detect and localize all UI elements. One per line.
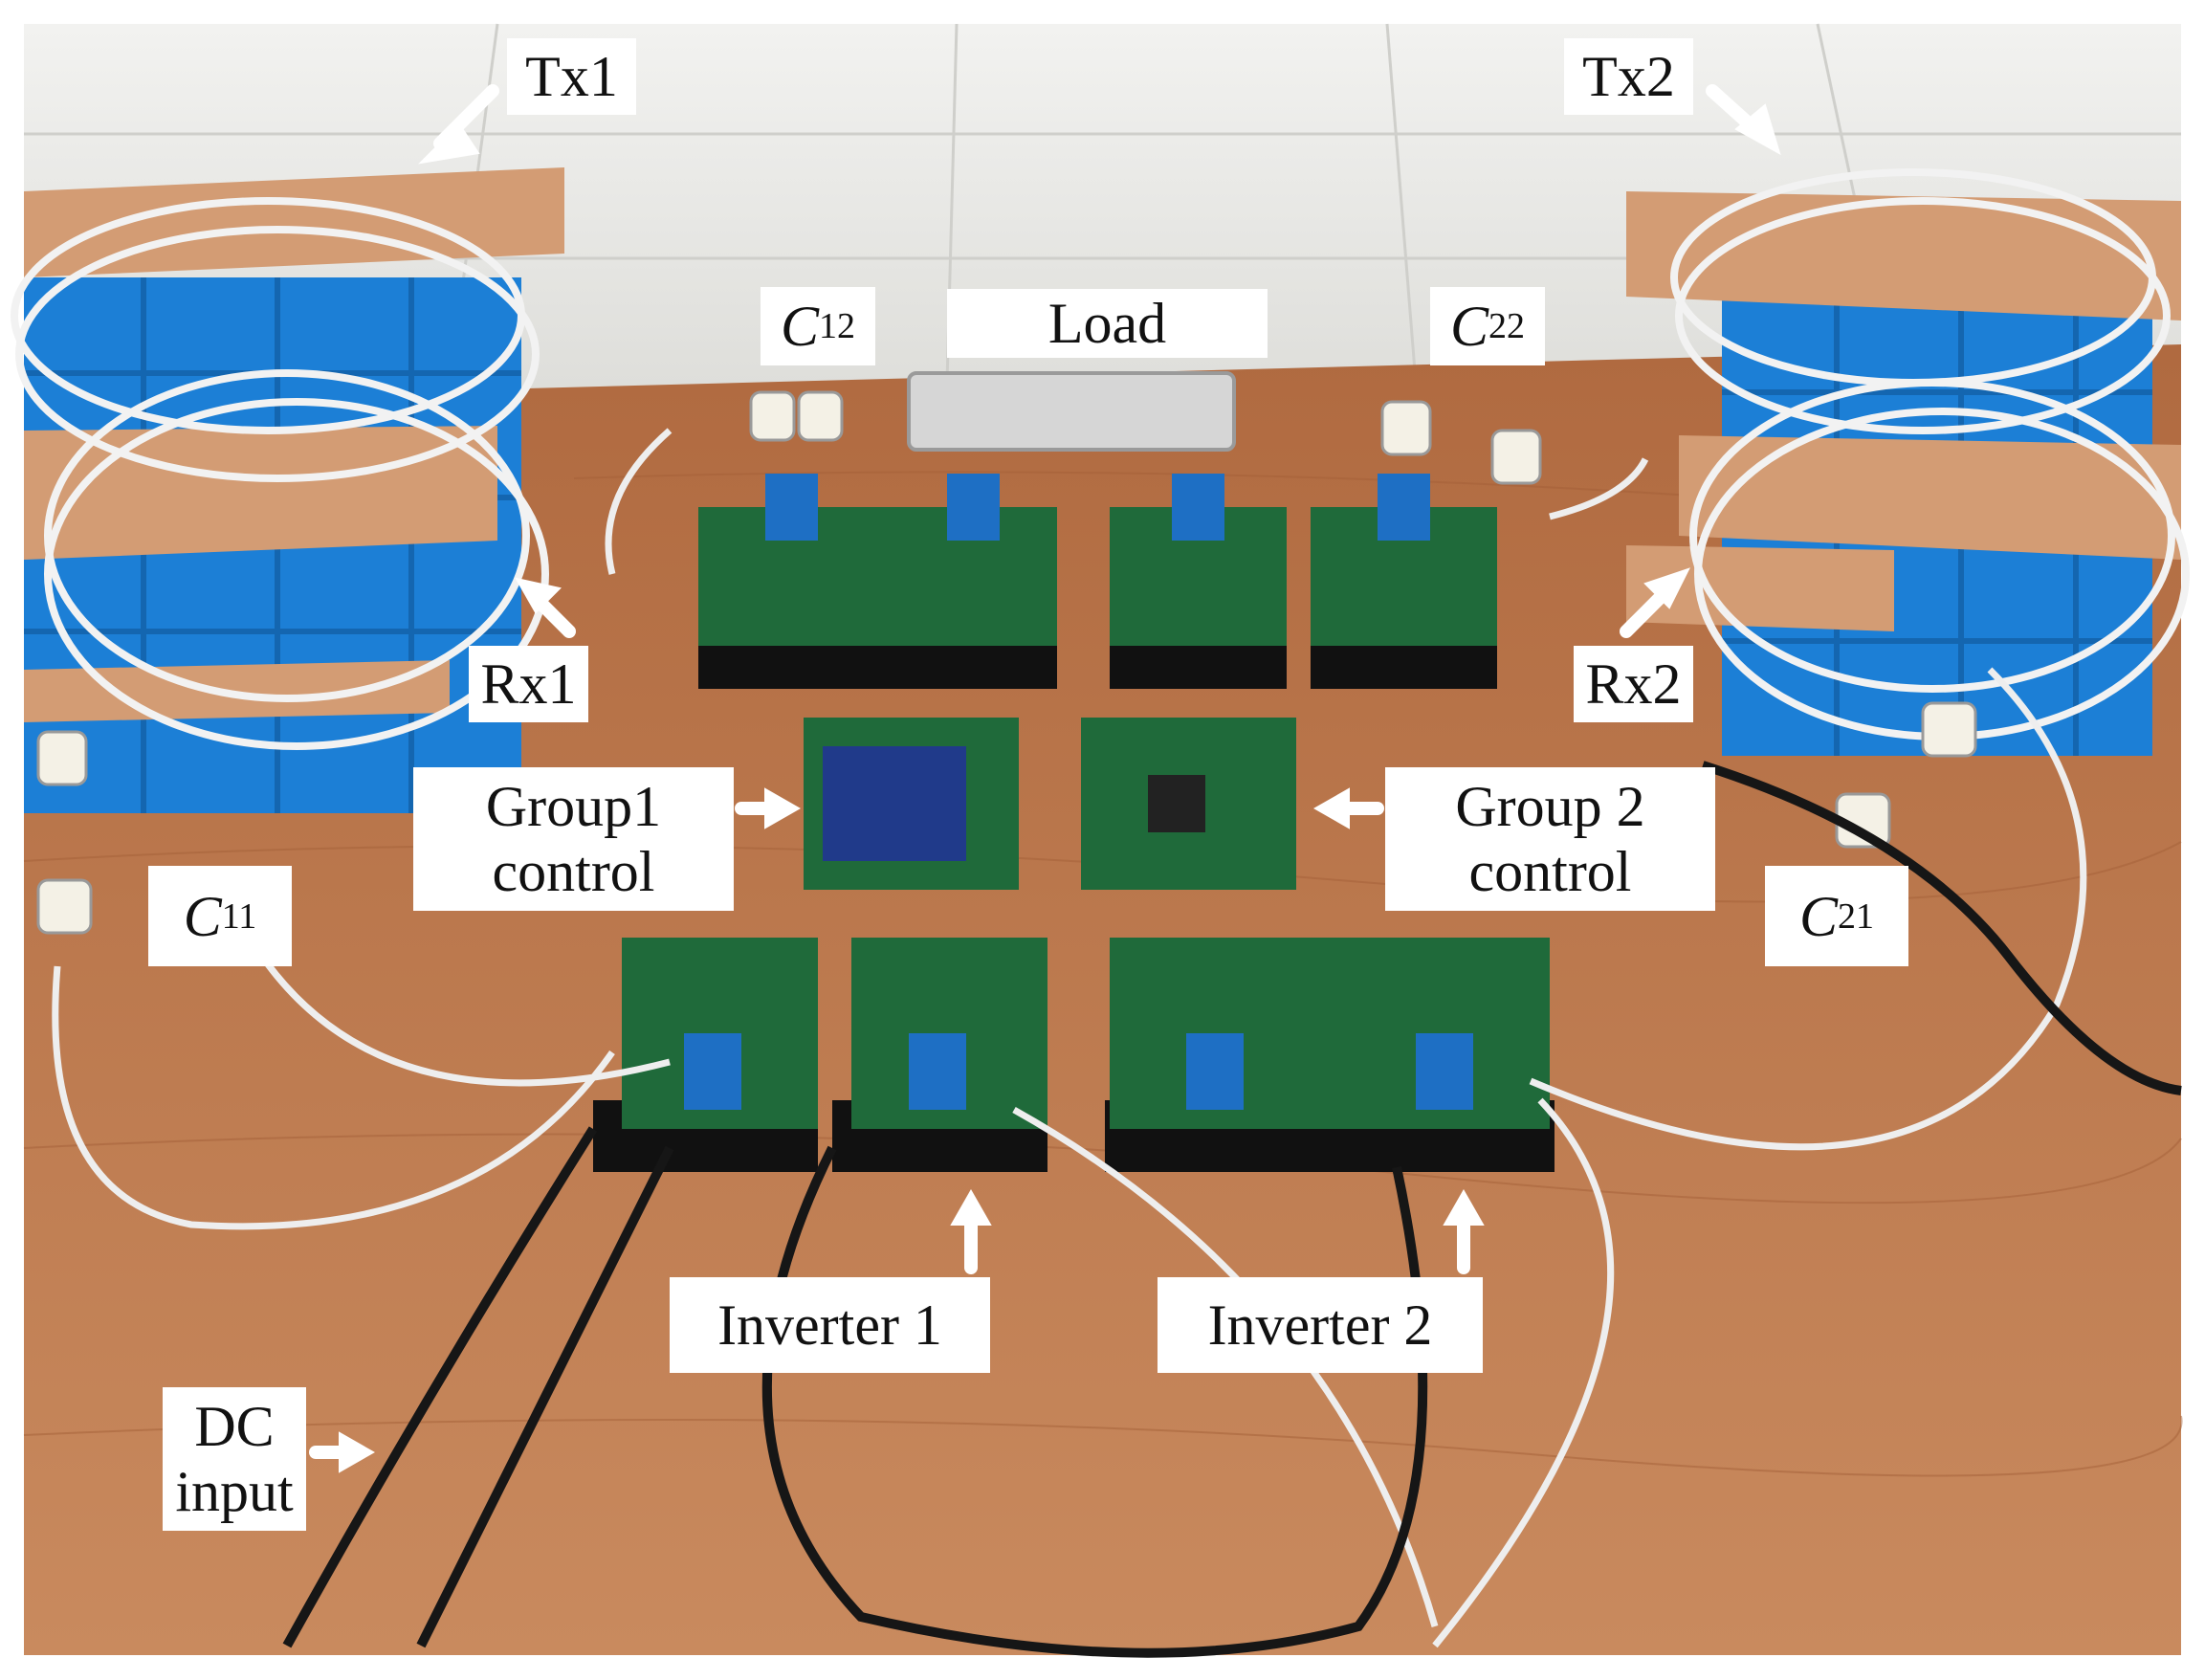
label-inverter1: Inverter 1 <box>670 1277 990 1373</box>
capacitors <box>36 390 1977 935</box>
arrow-inverter1-icon <box>950 1188 992 1226</box>
arrow-group1-icon <box>764 787 802 829</box>
control-boards <box>804 718 1296 890</box>
arrow-tx1-icon <box>418 122 480 165</box>
load-resistor <box>907 371 1236 452</box>
black-cables <box>282 761 2182 1658</box>
label-tx1: Tx1 <box>507 38 636 115</box>
arrow-tx2-icon <box>1734 103 1781 156</box>
right-coil-assembly <box>1626 168 2190 756</box>
left-coil-assembly <box>11 167 564 813</box>
arrow-rx1-icon <box>515 577 562 614</box>
label-rx2: Rx2 <box>1574 646 1693 722</box>
arrow-rx2-icon <box>1643 567 1690 609</box>
arrow-dc-input-icon <box>339 1431 376 1473</box>
label-rx1: Rx1 <box>469 646 588 722</box>
arrow-group2-icon <box>1312 787 1350 829</box>
arrow-inverter2-icon <box>1443 1188 1485 1226</box>
bottom-board-row <box>593 938 1555 1172</box>
label-tx2: Tx2 <box>1564 38 1693 115</box>
top-board-row <box>698 474 1497 689</box>
label-inverter2: Inverter 2 <box>1158 1277 1483 1373</box>
label-load: Load <box>947 289 1268 358</box>
